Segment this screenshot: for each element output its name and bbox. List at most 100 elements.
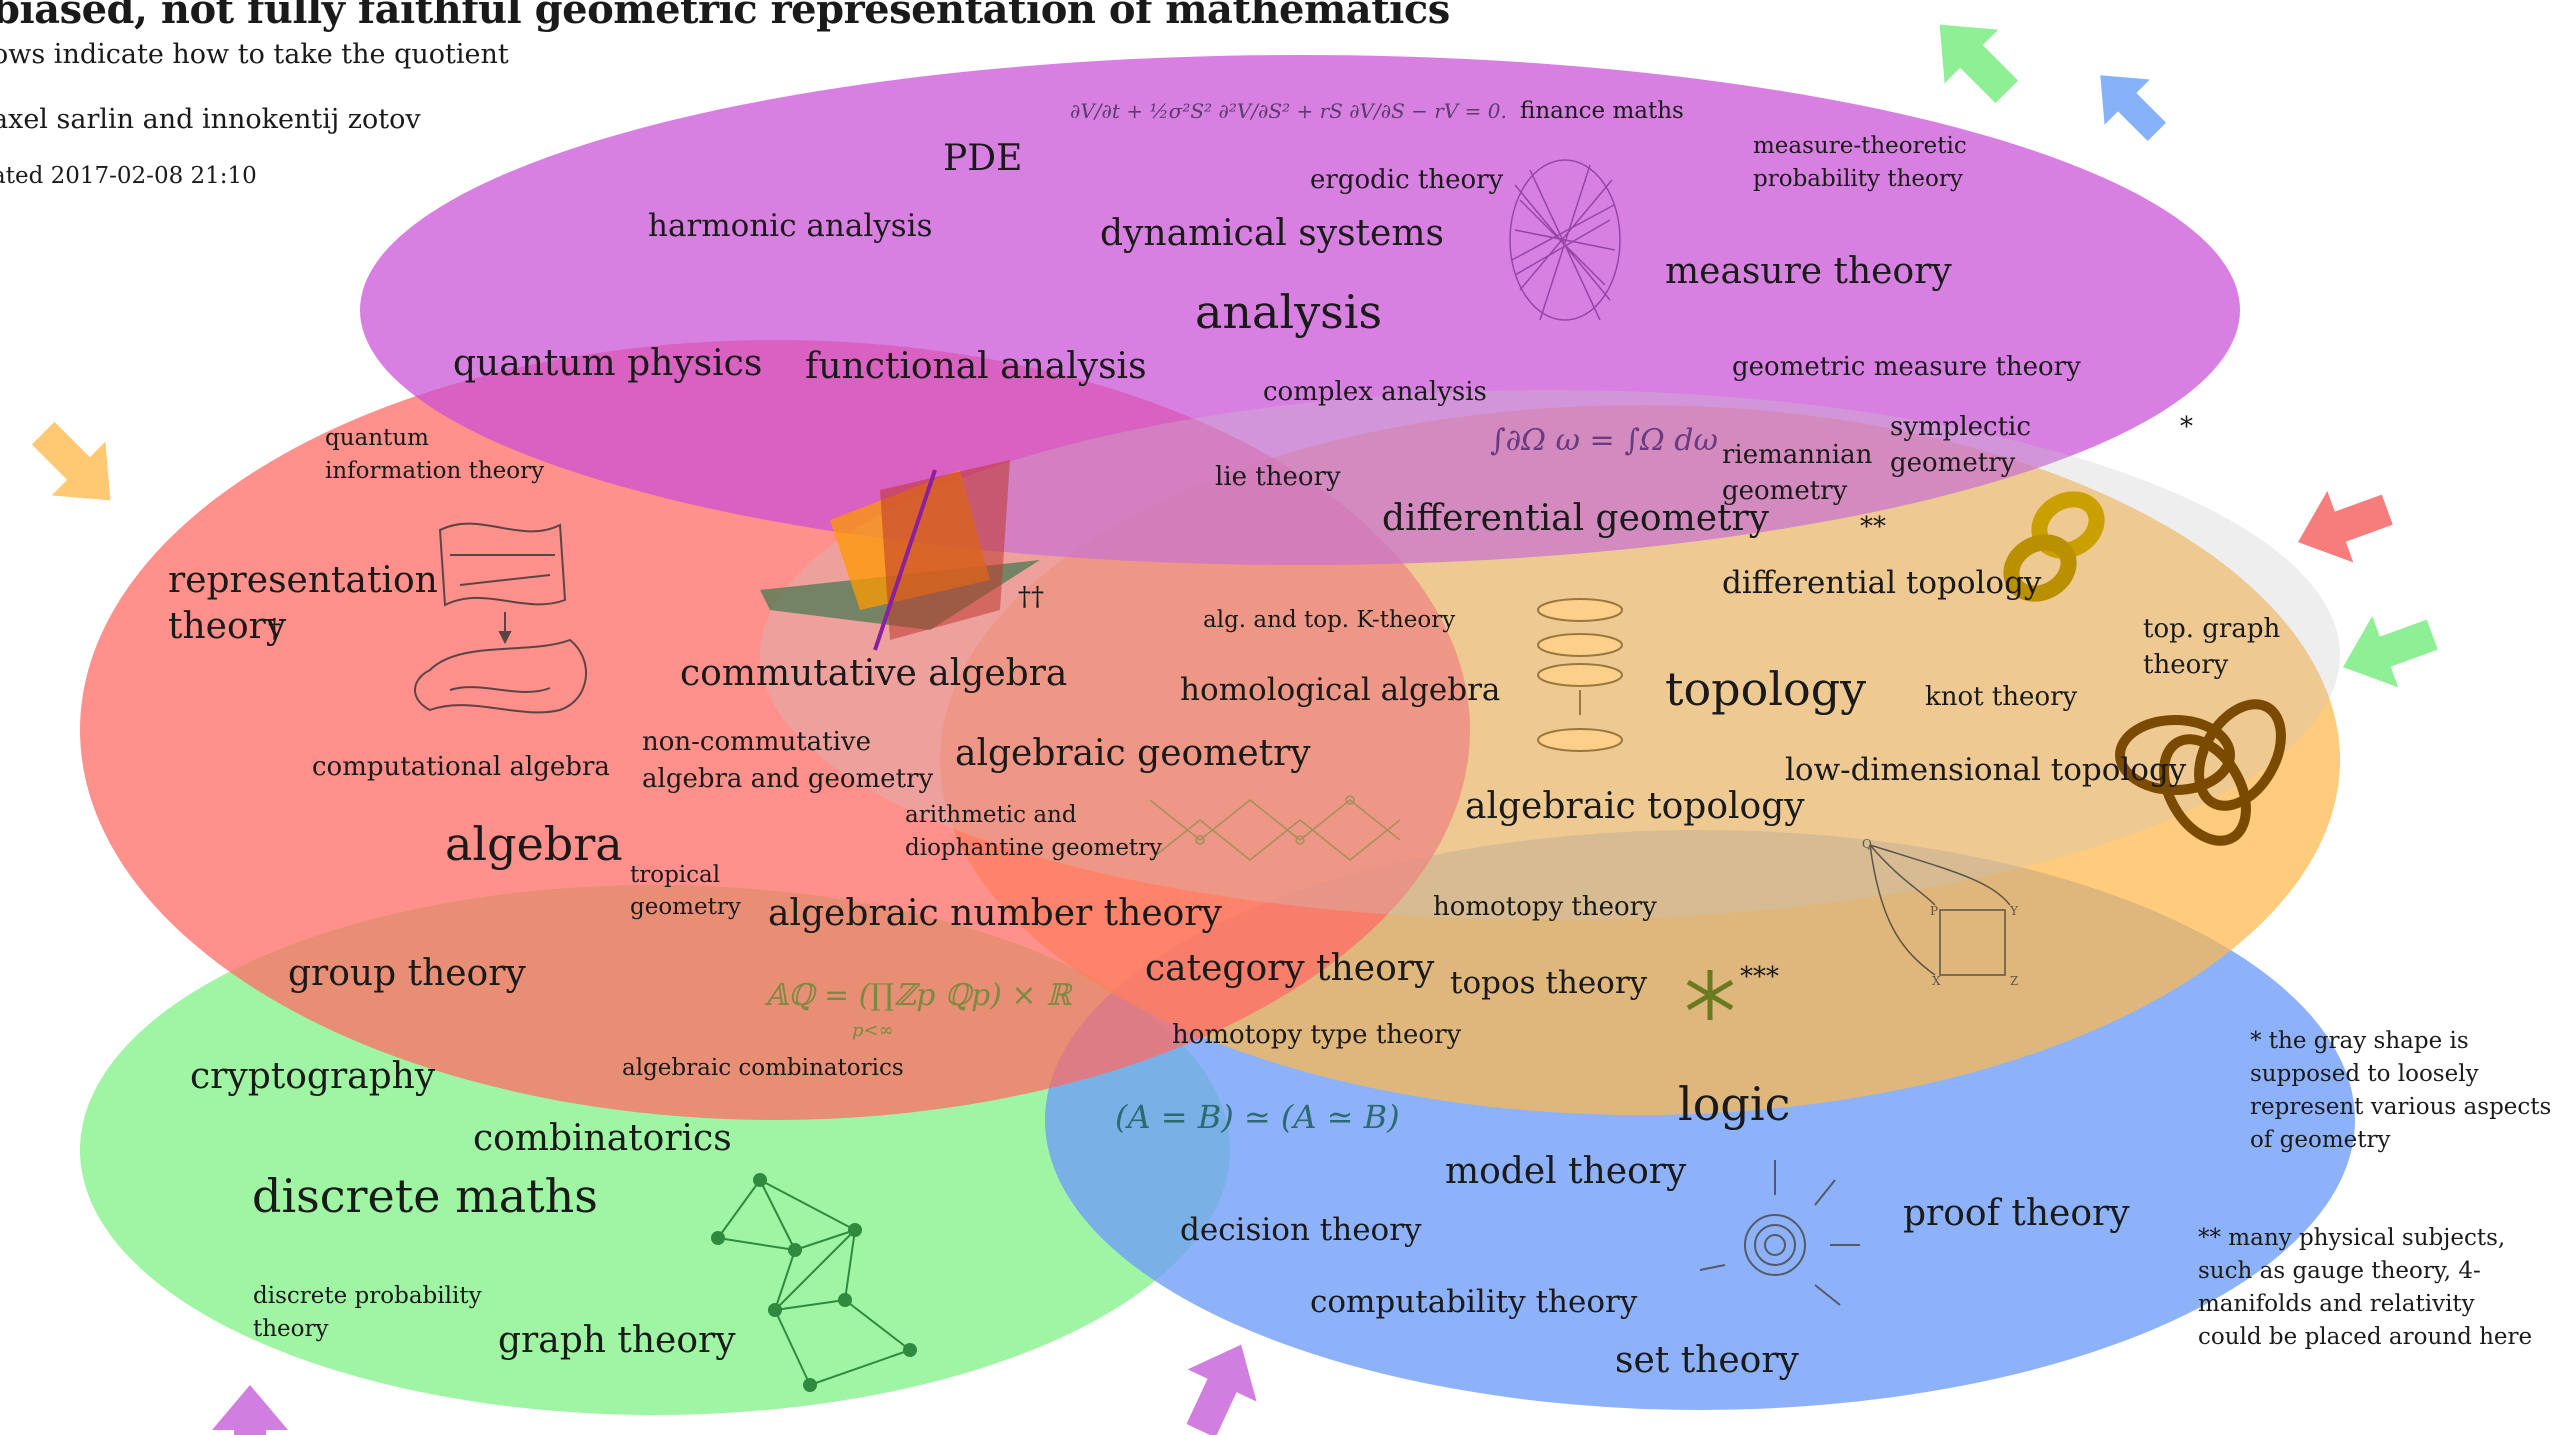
page-title: biased, not fully faithful geometric rep… <box>0 0 1450 33</box>
sheaf-sketch-illustration <box>414 522 587 714</box>
algebra-label: algebra <box>445 817 623 871</box>
svg-text:Q: Q <box>1862 837 1872 851</box>
arrow-orange-left <box>31 421 111 501</box>
analysis-label: analysis <box>1195 285 1382 339</box>
topic-category: category theory <box>1145 948 1435 989</box>
page-subtitle: ows indicate how to take the quotient <box>0 39 509 70</box>
topic-computability: computability theory <box>1310 1284 1638 1320</box>
topic-dynamical: dynamical systems <box>1100 213 1444 254</box>
topic-comp-alg: computational algebra <box>312 752 610 782</box>
topic-model: model theory <box>1445 1151 1687 1192</box>
adeles-formula: 𝔸ℚ = (∏ℤp ℚp) × ℝ <box>764 978 1073 1013</box>
topic-measure: measure theory <box>1665 251 1952 292</box>
topic-knot: knot theory <box>1925 682 2078 712</box>
topic-k-theory: alg. and top. K-theory <box>1203 607 1455 633</box>
topic-decision: decision theory <box>1180 1212 1422 1248</box>
svg-text:X: X <box>1932 974 1941 988</box>
commutative-diagram-illustration: Q Y P X Z <box>1862 837 2019 988</box>
topic-comm-alg: commutative algebra <box>680 653 1067 694</box>
authors: axel sarlin and innokentij zotov <box>0 104 421 135</box>
figure-eight-surface-icon <box>2003 491 2105 602</box>
topic-quantum-physics: quantum physics <box>453 343 762 384</box>
topic-homotopy: homotopy theory <box>1433 892 1657 922</box>
mark-dagger-2: †† <box>1018 582 1044 612</box>
topic-noncomm-1: non-commutative <box>642 727 871 757</box>
topic-symplectic-1: symplectic <box>1890 412 2031 442</box>
topic-finance: finance maths <box>1520 98 1684 124</box>
snowflake-fractal-icon <box>1686 970 1734 1020</box>
topic-low-dim: low-dimensional topology <box>1785 752 2187 788</box>
topic-hott: homotopy type theory <box>1172 1020 1461 1050</box>
topic-ergodic: ergodic theory <box>1310 165 1504 195</box>
topic-arith-2: diophantine geometry <box>905 835 1162 861</box>
topic-tropical-1: tropical <box>630 862 720 888</box>
topic-pde: PDE <box>943 138 1022 179</box>
intersecting-planes-illustration <box>760 460 1040 651</box>
topic-lie: lie theory <box>1215 462 1341 492</box>
trefoil-knot-icon <box>2115 699 2286 846</box>
footnote-1-text: * the gray shape is supposed to loosely … <box>2250 1028 2552 1153</box>
topic-diff-top: differential topology <box>1722 565 2042 601</box>
geometry-gray-region <box>760 390 2340 920</box>
graph-network-illustration <box>711 1173 917 1392</box>
topic-top-graph-1: top. graph <box>2143 614 2280 644</box>
arrow-pink-right <box>2298 491 2393 563</box>
topic-ant: algebraic number theory <box>768 893 1223 934</box>
footnote-1: * the gray shape is supposed to loosely … <box>2250 1025 2570 1157</box>
ergodic-cylinder-illustration <box>1509 159 1621 321</box>
arrow-green-top <box>1939 24 2019 104</box>
topic-topos: topos theory <box>1450 965 1648 1001</box>
mark-star-1: * <box>2180 412 2193 442</box>
topic-complex: complex analysis <box>1263 377 1487 407</box>
topic-tropical-2: geometry <box>630 894 741 920</box>
topic-arith-1: arithmetic and <box>905 802 1077 828</box>
topic-qit-1: quantum <box>325 425 429 451</box>
topic-symplectic-2: geometry <box>1890 448 2016 478</box>
footnote-2: ** many physical subjects, such as gauge… <box>2198 1222 2538 1354</box>
arrow-blue-top <box>2100 75 2167 142</box>
topic-alg-top: algebraic topology <box>1465 786 1805 827</box>
topic-crypto: cryptography <box>190 1056 436 1097</box>
topic-dprob-1: discrete probability <box>253 1283 482 1309</box>
updated-timestamp: ated 2017-02-08 21:10 <box>0 163 257 189</box>
topic-gmt: geometric measure theory <box>1732 352 2081 382</box>
topic-graph: graph theory <box>498 1320 736 1361</box>
stokes-formula: ∫∂Ω ω = ∫Ω dω <box>1490 423 1718 458</box>
topic-measure-prob-2: probability theory <box>1753 166 1963 192</box>
topic-qit-2: information theory <box>325 458 544 484</box>
svg-text:Y: Y <box>2009 904 2019 918</box>
topic-dprob-2: theory <box>253 1316 329 1342</box>
univalence-formula: (A = B) ≃ (A ≃ B) <box>1115 1098 1400 1136</box>
topic-set: set theory <box>1615 1340 1800 1381</box>
topic-alg-comb: algebraic combinatorics <box>622 1055 904 1081</box>
adeles-subscript: p<∞ <box>852 1020 894 1041</box>
spiral-illustration <box>1699 1160 1860 1306</box>
topic-comb: combinatorics <box>473 1118 732 1159</box>
topic-rep-1: representation <box>168 560 438 601</box>
svg-text:Z: Z <box>2010 974 2018 988</box>
lattice-network-illustration <box>1149 795 1401 861</box>
arrow-purple-bottom <box>1186 1344 1257 1435</box>
topic-alg-geom: algebraic geometry <box>955 733 1311 774</box>
arrow-green-right <box>2343 616 2438 688</box>
black-scholes-formula: ∂V/∂t + ½σ²S² ∂²V/∂S² + rS ∂V/∂S − rV = … <box>1070 99 1507 123</box>
mark-star-3: *** <box>1740 962 1779 992</box>
analysis-region <box>360 55 2240 565</box>
discrete-maths-label: discrete maths <box>252 1169 598 1223</box>
topic-harmonic: harmonic analysis <box>648 208 933 244</box>
mark-star-2: ** <box>1860 512 1886 542</box>
svg-text:P: P <box>1930 904 1938 918</box>
topic-riemannian-1: riemannian <box>1722 440 1873 470</box>
topic-measure-prob-1: measure-theoretic <box>1753 133 1967 159</box>
logic-label: logic <box>1678 1077 1790 1131</box>
fiber-bundle-illustration <box>1537 598 1623 752</box>
topology-label: topology <box>1665 662 1866 716</box>
footnote-2-text: ** many physical subjects, such as gauge… <box>2198 1225 2533 1350</box>
topic-functional: functional analysis <box>805 346 1147 387</box>
topic-top-graph-2: theory <box>2143 650 2229 680</box>
topic-group: group theory <box>288 953 526 994</box>
topic-proof: proof theory <box>1903 1193 2130 1234</box>
topic-noncomm-2: algebra and geometry <box>642 764 933 794</box>
topic-rep-dagger: † <box>268 614 281 644</box>
